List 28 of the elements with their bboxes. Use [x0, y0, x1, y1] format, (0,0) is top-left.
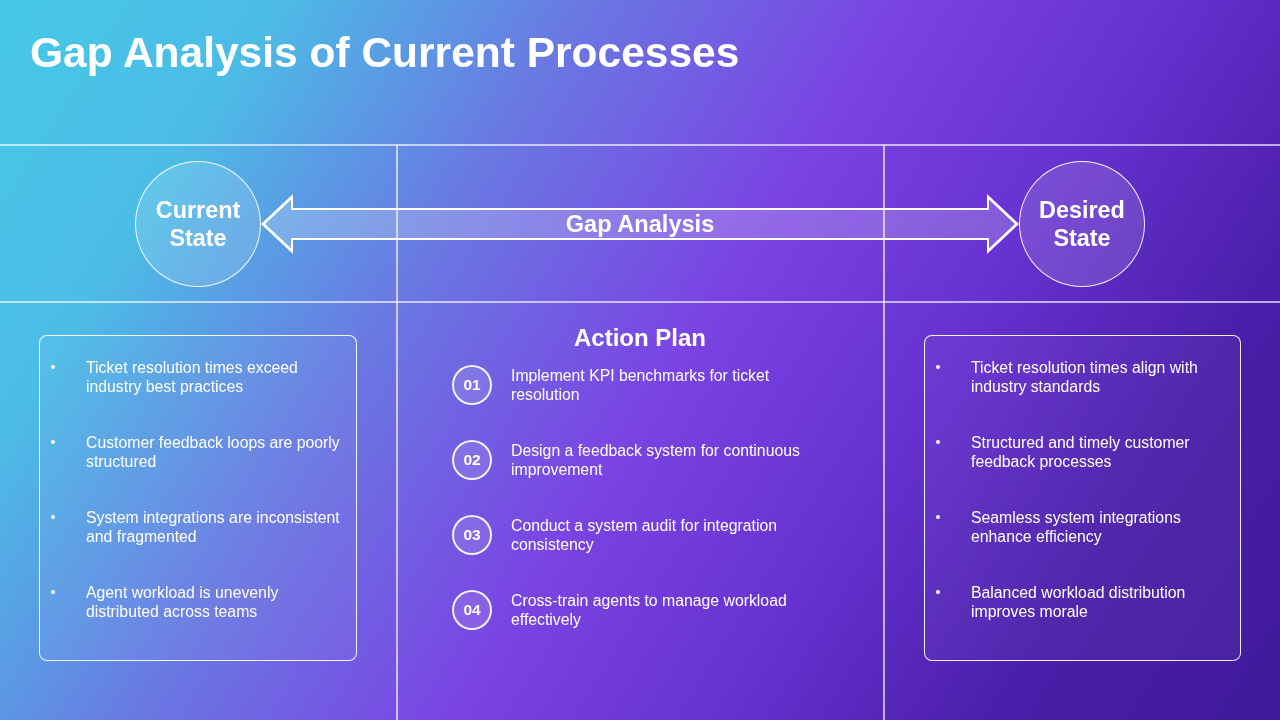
list-item-text: Ticket resolution times exceed industry best practices	[86, 357, 299, 396]
list-item-text: Structured and timely customer feedback processes	[971, 432, 1191, 471]
edge-label: Gap Analysis	[565, 211, 715, 237]
number-circle	[452, 365, 492, 405]
step-description: Implement KPI benchmarks for ticket resolution	[511, 366, 771, 404]
list-item-text: Seamless system integrations enhance efficiency	[971, 507, 1182, 546]
list-item-text: Balanced workload distribution improves morale	[971, 582, 1187, 621]
step-description: Conduct a system audit for integration consistency	[511, 516, 779, 554]
list-item-text: Customer feedback loops are poorly structured	[86, 432, 341, 471]
step-number: 01	[463, 376, 481, 394]
step-number: 04	[463, 601, 481, 619]
step-description: Cross-train agents to manage workload effectively	[511, 591, 788, 629]
number-circle	[452, 590, 492, 630]
state-label: Current State	[154, 196, 242, 252]
list-item-text: Agent workload is unevenly distributed across teams	[86, 582, 280, 621]
step-number: 03	[463, 526, 481, 544]
list-item-text: System integrations are inconsistent and fragmented	[86, 507, 341, 546]
list-panel	[924, 335, 1241, 661]
slide-title: Gap Analysis of Current Processes	[30, 28, 740, 78]
step-description: Design a feedback system for continuous improvement	[511, 441, 801, 479]
section-heading: Action Plan	[574, 324, 706, 352]
state-label: Desired State	[1038, 196, 1126, 252]
number-circle	[452, 440, 492, 480]
list-item-text: Ticket resolution times align with industry standards	[971, 357, 1199, 396]
double-arrow	[261, 194, 1019, 254]
list-panel	[39, 335, 357, 661]
step-number: 02	[463, 451, 481, 469]
number-circle	[452, 515, 492, 555]
